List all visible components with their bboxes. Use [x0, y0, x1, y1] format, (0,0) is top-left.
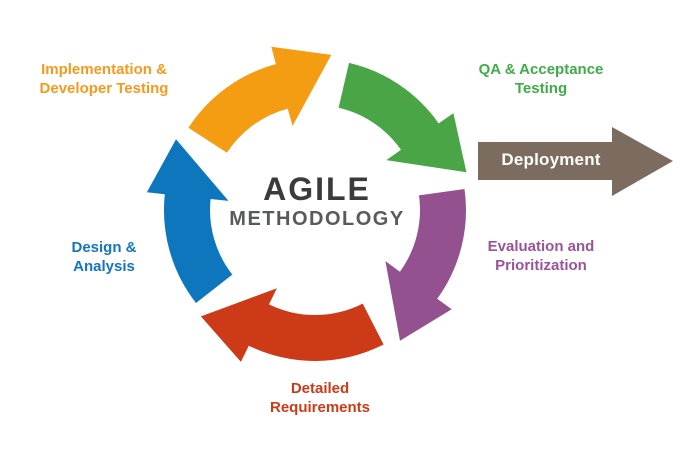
label-line: Testing [514, 80, 568, 97]
title-agile: AGILE [263, 171, 371, 207]
cycle-arrow-qa-acceptance-testing [338, 62, 467, 173]
deployment-arrow-label: Deployment [501, 150, 601, 169]
title-methodology: METHODOLOGY [229, 208, 405, 230]
label-design-analysis: Design & Analysis [71, 238, 136, 276]
label-line: Detailed [290, 380, 350, 397]
label-line: Developer Testing [39, 80, 169, 97]
label-line: Analysis [73, 258, 135, 275]
cycle-arrow-implementation-developer-testing [188, 46, 332, 153]
deployment-arrow [478, 127, 673, 196]
label-line: QA & Acceptance [478, 61, 604, 78]
label-evaluation-prioritization: Evaluation and Prioritization [488, 237, 595, 275]
label-line: Implementation & [41, 61, 167, 78]
label-detailed-requirements: Detailed Requirements [270, 379, 370, 417]
label-line: Design & [71, 239, 137, 256]
label-line: Evaluation and [487, 238, 595, 255]
label-line: Requirements [269, 399, 371, 416]
center-title: AGILE METHODOLOGY [229, 172, 404, 232]
label-implementation-developer-testing: Implementation & Developer Testing [40, 60, 169, 98]
cycle-arrow-detailed-requirements [200, 288, 384, 362]
label-line: Prioritization [495, 257, 587, 274]
cycle-arrow-design-analysis [146, 139, 233, 303]
cycle-arrow-evaluation-prioritization [385, 189, 466, 341]
label-qa-acceptance-testing: QA & Acceptance Testing [479, 60, 604, 98]
